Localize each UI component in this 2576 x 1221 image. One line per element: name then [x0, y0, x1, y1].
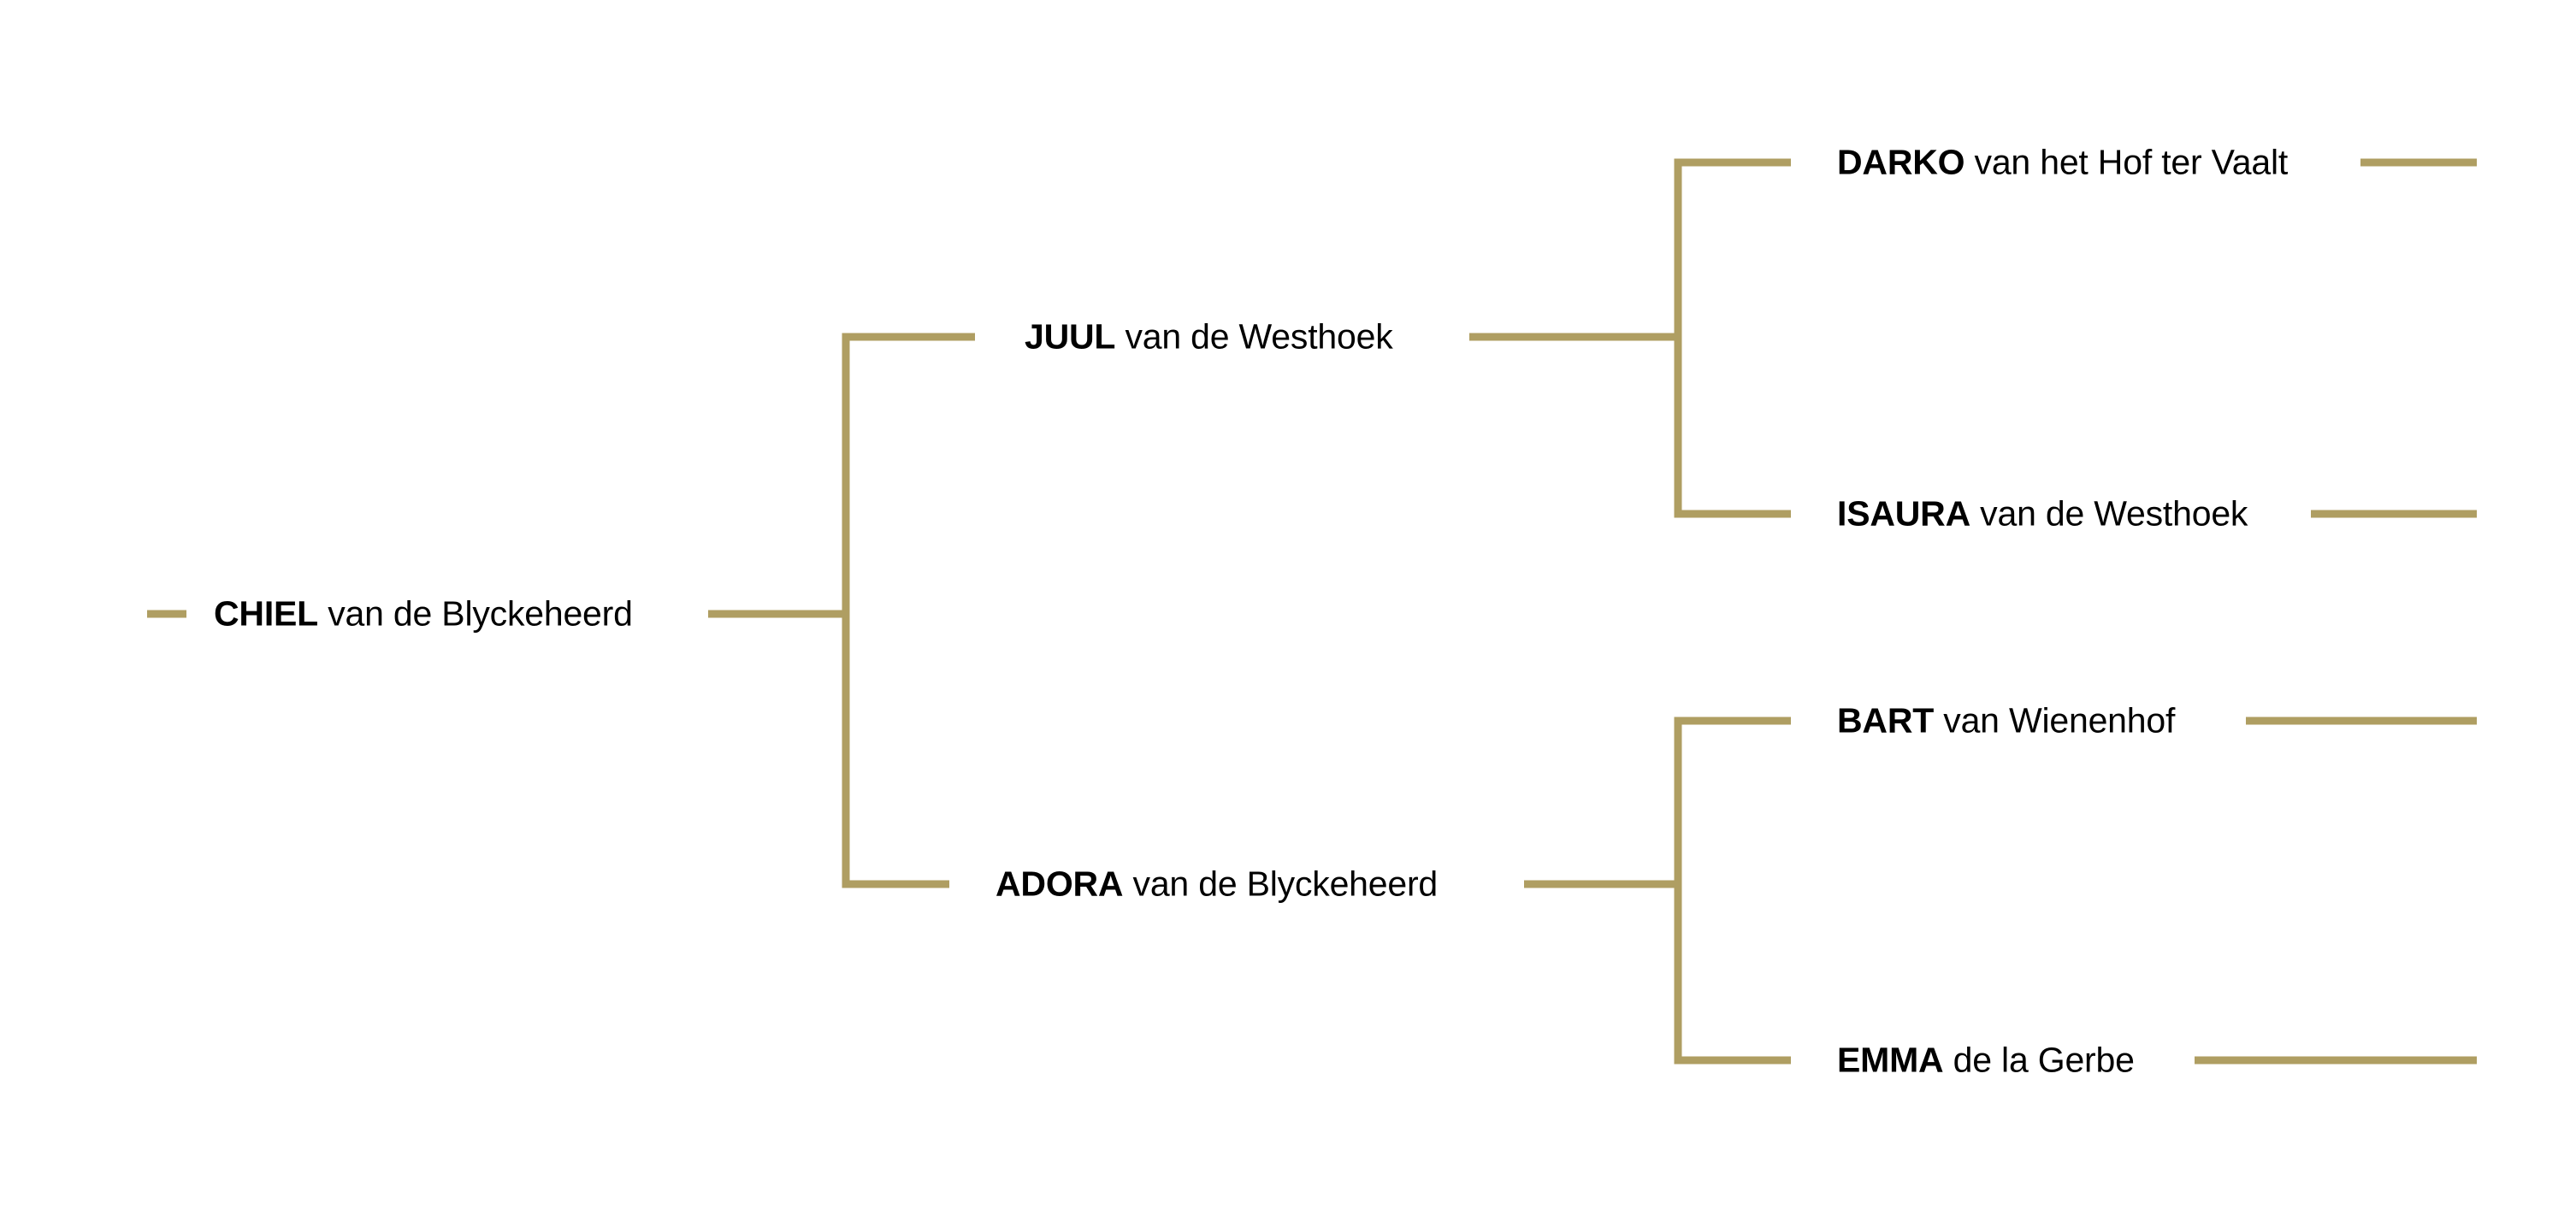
- connector-isaura-end-stub: [2311, 510, 2477, 518]
- node-label-sire-sire[interactable]: DARKO van het Hof ter Vaalt: [1837, 145, 2288, 180]
- node-label-sire[interactable]: JUUL van de Westhoek: [1025, 316, 1393, 357]
- connector-gen3-bot-trunk: [1674, 717, 1682, 1065]
- connector-sire-out-stub: [1469, 333, 1678, 341]
- kennel-name: van de Westhoek: [1970, 493, 2248, 534]
- kennel-name: van de Westhoek: [1115, 316, 1393, 357]
- given-name: BART: [1837, 700, 1935, 740]
- connector-sire-sire-stub: [1678, 158, 1791, 167]
- connector-emma-end-stub: [2195, 1056, 2477, 1065]
- connector-darko-end-stub: [2360, 158, 2477, 167]
- connector-root-right-stub: [708, 610, 846, 618]
- kennel-name: van de Blyckeheerd: [1123, 864, 1439, 904]
- node-label-root[interactable]: CHIEL van de Blyckeheerd: [214, 593, 633, 634]
- connector-root-left-stub: [147, 610, 186, 618]
- given-name: ISAURA: [1837, 493, 1970, 534]
- given-name: CHIEL: [214, 593, 319, 634]
- kennel-name: van het Hof ter Vaalt: [1964, 142, 2289, 182]
- connector-group: [147, 158, 2477, 1065]
- connector-bart-end-stub: [2246, 717, 2477, 725]
- given-name: JUUL: [1025, 316, 1116, 357]
- given-name: EMMA: [1837, 1040, 1944, 1080]
- connector-dam-sire-stub: [1678, 717, 1791, 725]
- node-label-dam-dam[interactable]: EMMA de la Gerbe: [1837, 1040, 2135, 1080]
- kennel-name: van Wienenhof: [1934, 700, 2176, 740]
- connector-dam-dam-stub: [1678, 1056, 1791, 1065]
- kennel-name: van de Blyckeheerd: [318, 593, 633, 634]
- connector-gen2-trunk: [842, 333, 850, 888]
- given-name: ADORA: [996, 864, 1124, 904]
- connector-sire-in-stub: [846, 333, 975, 341]
- connector-dam-in-stub: [846, 880, 949, 888]
- connector-gen3-top-trunk: [1674, 158, 1682, 518]
- node-label-dam-sire[interactable]: BART van Wienenhof: [1837, 700, 2176, 740]
- node-label-dam[interactable]: ADORA van de Blyckeheerd: [996, 864, 1439, 904]
- given-name: DARKO: [1837, 142, 1965, 182]
- node-label-sire-dam[interactable]: ISAURA van de Westhoek: [1837, 493, 2248, 534]
- connector-sire-dam-stub: [1678, 510, 1791, 518]
- connector-dam-out-stub: [1524, 880, 1678, 888]
- kennel-name: de la Gerbe: [1943, 1040, 2135, 1080]
